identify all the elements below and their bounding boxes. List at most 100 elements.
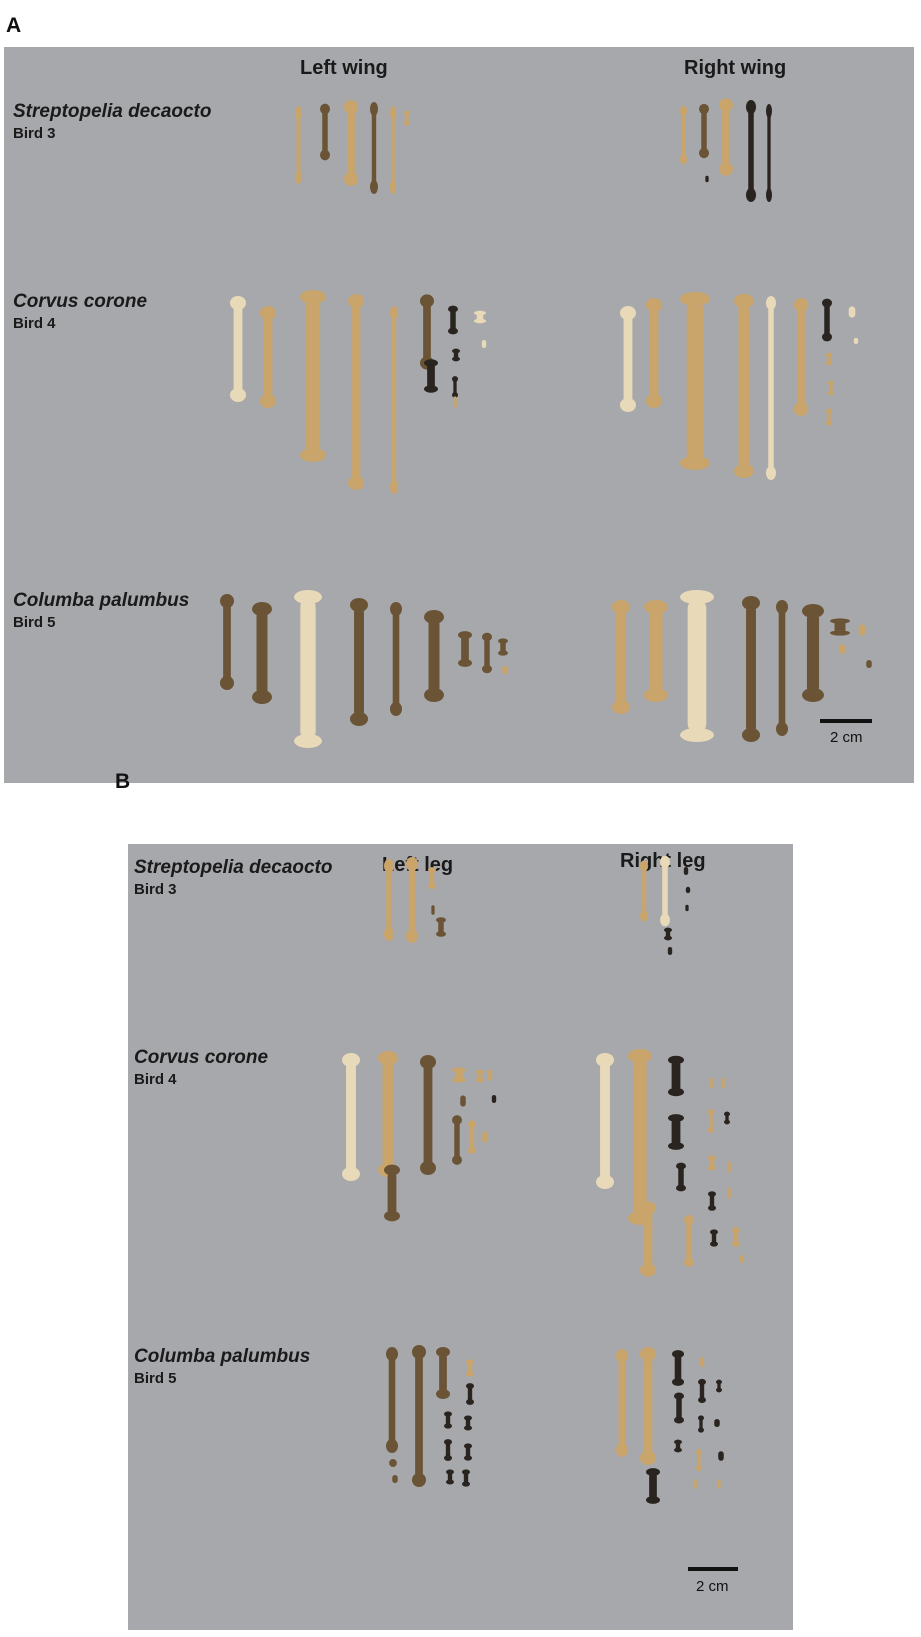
bone-specimen bbox=[776, 600, 788, 736]
bone-specimen bbox=[727, 1161, 731, 1173]
bone-specimen bbox=[448, 305, 458, 335]
bone-specimen bbox=[596, 1053, 614, 1189]
bone-specimen bbox=[386, 1347, 398, 1453]
bone-specimen bbox=[616, 1349, 628, 1457]
bone-specimen bbox=[464, 1415, 472, 1431]
bone-specimen bbox=[822, 298, 832, 342]
species-label: Streptopelia decaocto bbox=[13, 101, 212, 122]
bone-specimen bbox=[390, 306, 398, 494]
bone-specimen bbox=[482, 632, 492, 674]
bone-specimen bbox=[294, 590, 322, 748]
bone-specimen bbox=[436, 917, 446, 937]
bone-specimen bbox=[406, 857, 418, 943]
bone-specimen bbox=[699, 103, 709, 159]
bone-specimen bbox=[468, 1120, 476, 1154]
bone-specimen bbox=[390, 602, 402, 716]
bone-specimen bbox=[802, 604, 824, 702]
bone-specimen bbox=[444, 1439, 452, 1461]
bone-specimen bbox=[420, 1055, 436, 1175]
bone-specimen bbox=[462, 1469, 470, 1487]
bone-specimen bbox=[721, 1077, 725, 1089]
bone-specimen bbox=[428, 867, 436, 889]
bone-specimen bbox=[460, 1095, 466, 1107]
bone-specimen bbox=[370, 102, 378, 194]
bone-specimen bbox=[452, 376, 458, 398]
bone-specimen bbox=[717, 1479, 721, 1489]
bone-specimen bbox=[716, 1379, 722, 1393]
bone-specimen bbox=[667, 947, 673, 955]
bone-specimen bbox=[458, 631, 472, 667]
bone-specimen bbox=[724, 1111, 730, 1125]
bone-specimen bbox=[828, 380, 834, 396]
bone-specimen bbox=[300, 290, 326, 462]
bird-label: Bird 3 bbox=[134, 881, 177, 898]
bone-specimen bbox=[466, 1359, 474, 1377]
bone-specimen bbox=[436, 1347, 450, 1399]
bird-label: Bird 4 bbox=[134, 1071, 177, 1088]
bone-specimen bbox=[342, 1053, 360, 1181]
bone-specimen bbox=[705, 175, 709, 183]
bone-specimen bbox=[698, 1415, 704, 1433]
bone-specimen bbox=[344, 100, 358, 186]
bone-specimen bbox=[384, 859, 394, 941]
bone-specimen bbox=[685, 904, 689, 912]
bone-specimen bbox=[699, 1357, 705, 1367]
bone-specimen bbox=[384, 1164, 400, 1222]
bone-specimen bbox=[739, 1255, 745, 1263]
bone-specimen bbox=[668, 1055, 684, 1097]
bone-specimen bbox=[866, 660, 872, 668]
bone-specimen bbox=[620, 306, 636, 412]
bone-specimen bbox=[680, 105, 687, 165]
bone-specimen bbox=[646, 1468, 660, 1504]
bone-specimen bbox=[709, 1077, 713, 1089]
bone-specimen bbox=[683, 867, 689, 875]
bone-specimen bbox=[848, 306, 856, 318]
panel-a-wings: Left wing Right wing Streptopelia decaoc… bbox=[4, 47, 914, 783]
bone-specimen bbox=[826, 408, 832, 426]
species-label: Columba palumbus bbox=[134, 1346, 311, 1367]
bone-specimen bbox=[230, 296, 246, 402]
bone-specimen bbox=[295, 106, 302, 184]
bone-specimen bbox=[734, 294, 754, 478]
bone-specimen bbox=[453, 396, 457, 408]
bone-specimen bbox=[742, 596, 760, 742]
bone-specimen bbox=[348, 294, 364, 490]
bone-specimen bbox=[491, 1095, 497, 1103]
bone-specimen bbox=[684, 1215, 694, 1267]
bone-specimen bbox=[404, 110, 410, 126]
scale-bar-label: 2 cm bbox=[830, 729, 863, 746]
bone-specimen bbox=[612, 600, 630, 714]
bone-specimen bbox=[487, 1069, 493, 1081]
bone-specimen bbox=[378, 1051, 398, 1177]
bone-specimen bbox=[746, 100, 756, 202]
bone-specimen bbox=[696, 1449, 702, 1471]
bone-specimen bbox=[502, 666, 508, 674]
column-header-right-wing: Right wing bbox=[684, 57, 787, 79]
bone-specimen bbox=[350, 598, 368, 726]
bone-specimen bbox=[431, 905, 435, 915]
species-label: Corvus corone bbox=[13, 291, 148, 312]
bone-specimen bbox=[727, 1187, 731, 1199]
bone-specimen bbox=[858, 624, 866, 636]
bone-specimen bbox=[482, 1131, 488, 1143]
species-label: Corvus corone bbox=[134, 1047, 269, 1068]
bone-specimen bbox=[830, 618, 850, 636]
bone-specimen bbox=[452, 1067, 466, 1083]
bone-specimen bbox=[412, 1345, 426, 1487]
scale-bar bbox=[688, 1567, 738, 1571]
bone-specimen bbox=[474, 310, 486, 324]
bone-specimen bbox=[766, 296, 776, 480]
wing-bone-specimens bbox=[220, 98, 872, 748]
bone-specimen bbox=[708, 1155, 716, 1171]
bone-specimen bbox=[424, 359, 438, 393]
bone-specimen bbox=[680, 590, 714, 742]
bone-specimen bbox=[389, 1459, 397, 1467]
panel-b-label: B bbox=[115, 770, 131, 793]
bone-specimen bbox=[672, 1350, 684, 1386]
bone-specimen bbox=[320, 103, 330, 161]
bone-specimen bbox=[252, 602, 272, 704]
bone-specimen bbox=[714, 1419, 720, 1427]
bone-specimen bbox=[680, 292, 710, 470]
bone-specimen bbox=[420, 294, 434, 370]
bone-specimen bbox=[708, 1191, 716, 1211]
